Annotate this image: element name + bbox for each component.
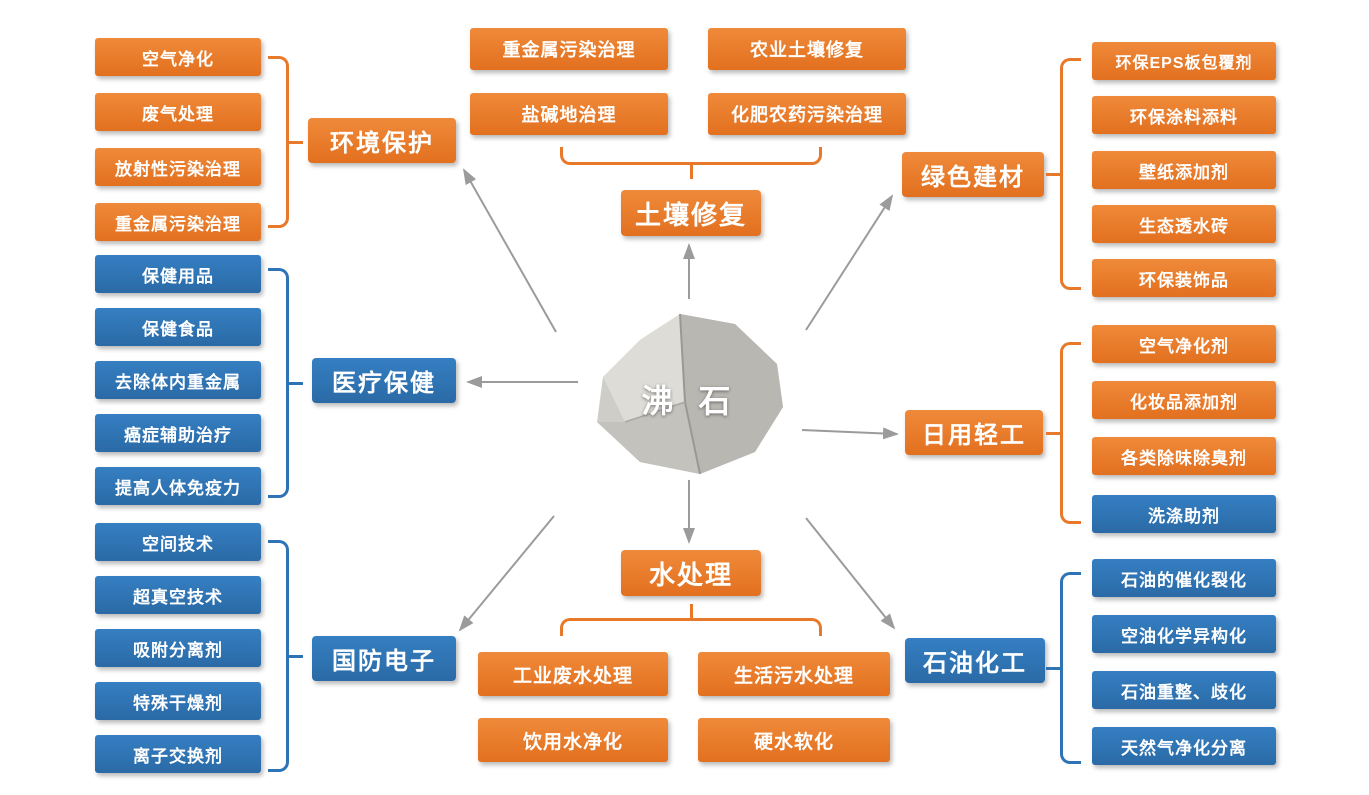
soil-item: 盐碱地治理 xyxy=(470,93,668,135)
category-daily-light-industry: 日用轻工 xyxy=(905,410,1043,455)
defense-item: 超真空技术 xyxy=(95,576,261,614)
defense-bracket xyxy=(268,540,303,772)
petrochemical-item: 石油重整、歧化 xyxy=(1092,671,1276,709)
daily-item: 各类除味除臭剂 xyxy=(1092,437,1276,475)
category-soil-remediation: 土壤修复 xyxy=(621,190,761,236)
daily-item: 洗涤助剂 xyxy=(1092,495,1276,533)
soil-bracket xyxy=(560,147,822,179)
category-defense-electronics: 国防电子 xyxy=(312,636,456,681)
medical-item: 提高人体免疫力 xyxy=(95,467,261,505)
green-building-item: 壁纸添加剂 xyxy=(1092,151,1276,189)
environment-item: 废气处理 xyxy=(95,93,261,131)
petrochemical-item: 石油的催化裂化 xyxy=(1092,559,1276,597)
daily-item: 化妆品添加剂 xyxy=(1092,381,1276,419)
defense-item: 空间技术 xyxy=(95,523,261,561)
soil-item: 农业土壤修复 xyxy=(708,28,906,70)
green-building-item: 环保EPS板包覆剂 xyxy=(1092,42,1276,80)
arrow-to-daily-light-industry xyxy=(801,427,899,440)
water-item: 生活污水处理 xyxy=(698,652,890,696)
arrow-to-petrochemical xyxy=(805,517,896,630)
arrow-to-environment xyxy=(463,168,557,333)
defense-item: 特殊干燥剂 xyxy=(95,682,261,720)
green-building-item: 生态透水砖 xyxy=(1092,205,1276,243)
soil-item: 重金属污染治理 xyxy=(470,28,668,70)
green-building-bracket xyxy=(1046,58,1081,290)
medical-item: 去除体内重金属 xyxy=(95,361,261,399)
daily-bracket xyxy=(1046,342,1081,524)
medical-item: 保健食品 xyxy=(95,308,261,346)
environment-item: 重金属污染治理 xyxy=(95,203,261,241)
medical-item: 癌症辅助治疗 xyxy=(95,414,261,452)
medical-item: 保健用品 xyxy=(95,255,261,293)
environment-item: 放射性污染治理 xyxy=(95,148,261,186)
water-item: 饮用水净化 xyxy=(478,718,668,762)
water-item: 工业废水处理 xyxy=(478,652,668,696)
green-building-item: 环保装饰品 xyxy=(1092,259,1276,297)
category-environment: 环境保护 xyxy=(308,118,456,163)
green-building-item: 环保涂料添料 xyxy=(1092,96,1276,134)
petrochemical-item: 天然气净化分离 xyxy=(1092,727,1276,765)
petrochemical-bracket xyxy=(1046,572,1081,764)
category-water-treatment: 水处理 xyxy=(621,550,761,596)
category-green-building: 绿色建材 xyxy=(902,152,1044,197)
defense-item: 吸附分离剂 xyxy=(95,629,261,667)
environment-bracket xyxy=(268,56,303,228)
arrow-to-green-building xyxy=(805,194,894,331)
soil-item: 化肥农药污染治理 xyxy=(708,93,906,135)
arrow-to-defense-electronics xyxy=(458,515,555,632)
medical-bracket xyxy=(268,268,303,498)
category-medical-health: 医疗保健 xyxy=(312,358,456,403)
category-petrochemical: 石油化工 xyxy=(905,638,1045,683)
water-bracket xyxy=(560,604,822,636)
center-label: 沸 石 xyxy=(641,383,739,419)
water-item: 硬水软化 xyxy=(698,718,890,762)
petrochemical-item: 空油化学异构化 xyxy=(1092,615,1276,653)
environment-item: 空气净化 xyxy=(95,38,261,76)
rock-image xyxy=(597,313,783,475)
daily-item: 空气净化剂 xyxy=(1092,325,1276,363)
defense-item: 离子交换剂 xyxy=(95,735,261,773)
zeolite-rock: 沸 石 xyxy=(585,302,795,487)
